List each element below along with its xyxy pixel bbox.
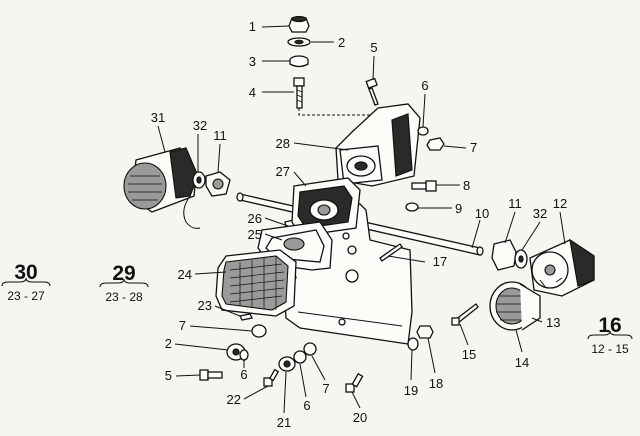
callout-25: 25 xyxy=(248,227,262,242)
callout-15: 15 xyxy=(462,347,476,362)
washer-6 xyxy=(417,126,429,136)
callout-7-top: 7 xyxy=(470,140,477,155)
callout-6-left: 6 xyxy=(240,367,247,382)
group-references: 30 23 - 27 29 23 - 28 16 12 - 15 xyxy=(7,261,629,356)
callout-18: 18 xyxy=(429,376,443,391)
callout-24: 24 xyxy=(178,267,192,282)
ref-30-number: 30 xyxy=(14,261,37,284)
callout-19: 19 xyxy=(404,383,418,398)
callout-13: 13 xyxy=(546,315,560,330)
screw-15 xyxy=(451,303,479,326)
callout-1: 1 xyxy=(249,19,256,34)
main-bracket xyxy=(335,103,421,187)
callout-31: 31 xyxy=(151,110,165,125)
callout-17: 17 xyxy=(433,254,447,269)
callout-23: 23 xyxy=(198,298,212,313)
bushing-6-mid xyxy=(293,350,307,364)
top-hardware-stack xyxy=(287,15,373,116)
callout-7-left: 7 xyxy=(179,318,186,333)
callout-11-left: 11 xyxy=(213,128,227,143)
callout-4: 4 xyxy=(249,85,256,100)
spacer-7-mid xyxy=(303,342,317,356)
ref-29-range: 23 - 28 xyxy=(105,290,143,304)
callout-32-right: 32 xyxy=(533,206,547,221)
bolt-5-lower xyxy=(199,369,223,381)
ref-30-range: 23 - 27 xyxy=(7,289,45,303)
turn-signal-left-31 xyxy=(123,147,201,229)
washer-9 xyxy=(405,202,419,212)
callout-3: 3 xyxy=(249,54,256,69)
callout-10: 10 xyxy=(475,206,489,221)
callout-12: 12 xyxy=(553,196,567,211)
callout-2: 2 xyxy=(338,35,345,50)
turn-signal-lens-14 xyxy=(489,281,541,331)
callout-9: 9 xyxy=(455,201,462,216)
callout-27: 27 xyxy=(276,164,290,179)
screw-20 xyxy=(345,372,364,393)
spacer-11-right xyxy=(491,239,517,271)
callout-labels: 1 2 3 4 5 6 7 8 9 10 11 32 12 31 32 11 2… xyxy=(151,19,567,430)
callout-21: 21 xyxy=(277,415,291,430)
callout-22: 22 xyxy=(227,392,241,407)
callout-20: 20 xyxy=(353,410,367,425)
callout-26: 26 xyxy=(248,211,262,226)
callout-11-right: 11 xyxy=(508,196,522,211)
callout-5-lower: 5 xyxy=(165,368,172,383)
screw-17 xyxy=(379,243,403,262)
callout-6-mid: 6 xyxy=(303,398,310,413)
bolt-8 xyxy=(411,180,437,192)
parts-drawing xyxy=(123,15,595,393)
ref-16-range: 12 - 15 xyxy=(591,342,629,356)
callout-14: 14 xyxy=(515,355,529,370)
callout-32-left: 32 xyxy=(193,118,207,133)
bushing-6-left xyxy=(239,349,249,361)
leader-lines xyxy=(1,25,633,414)
callout-7-mid: 7 xyxy=(322,381,329,396)
ref-16-number: 16 xyxy=(598,314,621,337)
washer-19 xyxy=(407,337,419,351)
callout-8: 8 xyxy=(463,178,470,193)
turn-signal-body-12 xyxy=(529,238,595,297)
ref-29-number: 29 xyxy=(112,262,135,285)
lamp-housing-27 xyxy=(291,177,361,237)
bolt-5-top xyxy=(365,77,379,106)
screw-23 xyxy=(239,313,253,321)
nut-18 xyxy=(416,325,434,339)
spacer-7-left xyxy=(251,324,267,338)
callout-2-left: 2 xyxy=(165,336,172,351)
nut-7 xyxy=(426,137,445,151)
callout-28: 28 xyxy=(276,136,290,151)
screw-22 xyxy=(263,368,280,387)
tail-lamp-24 xyxy=(215,249,297,317)
callout-6-top: 6 xyxy=(421,78,428,93)
callout-5-top: 5 xyxy=(370,40,377,55)
